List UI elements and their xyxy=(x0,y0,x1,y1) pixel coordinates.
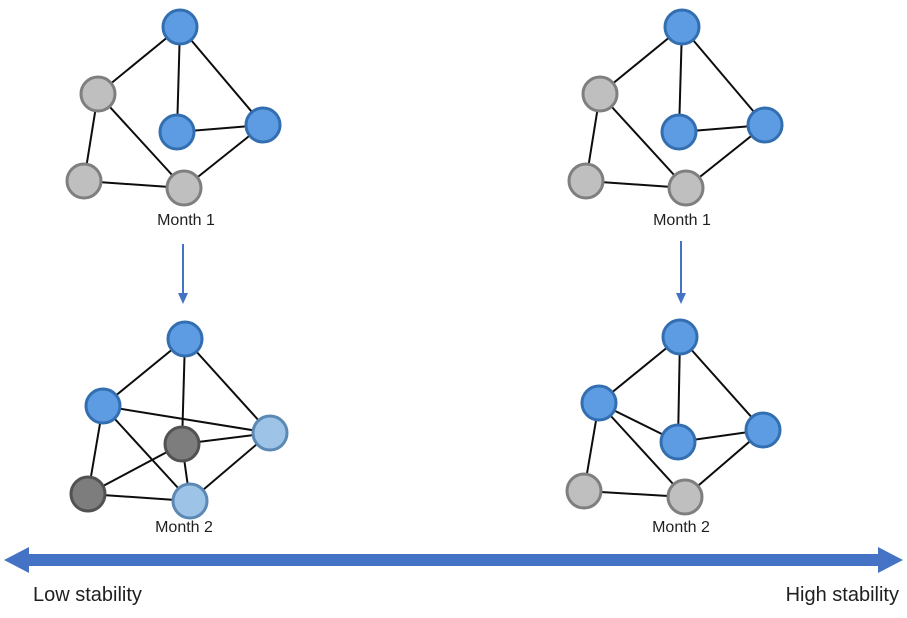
month-label: Month 2 xyxy=(652,519,710,536)
network-edge xyxy=(599,93,687,189)
blue-network-node xyxy=(660,113,698,151)
gray-network-node xyxy=(666,478,704,516)
blue-network-node xyxy=(661,318,699,356)
gray-network-node xyxy=(581,75,619,113)
blue-network-node xyxy=(161,8,199,46)
network-edge xyxy=(102,405,271,434)
darkgray-network-node xyxy=(163,425,201,463)
darkgray-network-node xyxy=(69,475,107,513)
high-stability-label: High stability xyxy=(785,584,899,606)
blue-network-node xyxy=(663,8,701,46)
blue-network-node xyxy=(659,423,697,461)
gray-network-node xyxy=(165,169,203,207)
network-edge xyxy=(102,405,191,502)
blue-network-node xyxy=(166,320,204,358)
gray-network-node xyxy=(667,169,705,207)
month-label: Month 1 xyxy=(157,212,215,229)
gray-network-node xyxy=(79,75,117,113)
lightblue-network-node xyxy=(251,414,289,452)
network-edge xyxy=(97,93,185,189)
gray-network-node xyxy=(65,162,103,200)
low-stability-label: Low stability xyxy=(33,584,142,606)
blue-network-node xyxy=(744,411,782,449)
blue-network-node xyxy=(580,384,618,422)
lightblue-network-node xyxy=(171,482,209,520)
blue-network-node xyxy=(84,387,122,425)
down-arrow-head xyxy=(178,293,188,304)
stability-axis-double-arrow xyxy=(4,547,903,573)
gray-network-node xyxy=(567,162,605,200)
network-edge xyxy=(681,26,766,126)
month-label: Month 1 xyxy=(653,212,711,229)
network-edge xyxy=(598,402,686,498)
network-edge xyxy=(184,338,271,434)
gray-network-node xyxy=(565,472,603,510)
network-edge xyxy=(679,336,764,431)
network-edge xyxy=(179,26,264,126)
month-label: Month 2 xyxy=(155,519,213,536)
blue-network-node xyxy=(244,106,282,144)
blue-network-node xyxy=(158,113,196,151)
down-arrow-head xyxy=(676,293,686,304)
blue-network-node xyxy=(746,106,784,144)
